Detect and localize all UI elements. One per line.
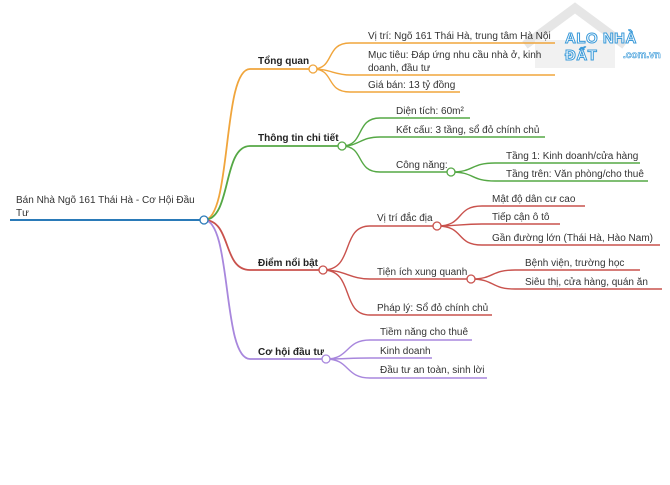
- node-tien-ich[interactable]: Tiện ích xung quanh: [377, 267, 468, 278]
- branch-diem-noi-bat[interactable]: Điểm nổi bật: [258, 258, 319, 269]
- branch-co-hoi-dau-tu[interactable]: Cơ hội đầu tư: [258, 347, 325, 358]
- branch-link: [203, 219, 326, 360]
- node-dot: [321, 354, 331, 364]
- node-dau-tu-an-toan[interactable]: Đầu tư an toàn, sinh lời: [380, 365, 485, 376]
- leaf-link: [341, 145, 451, 173]
- leaf-link: [341, 136, 545, 147]
- node-dot: [446, 167, 456, 177]
- leaf-link: [312, 42, 555, 70]
- leaf-link: [312, 68, 460, 93]
- branch-tong-quan[interactable]: Tổng quan: [258, 56, 310, 67]
- node-tang-1[interactable]: Tầng 1: Kinh doanh/cửa hàng: [506, 151, 639, 162]
- node-dot: [466, 274, 476, 284]
- root-node[interactable]: Bán Nhà Ngõ 161 Thái Hà - Cơ Hội Đầu Tư: [16, 195, 195, 219]
- node-gia-ban[interactable]: Giá bán: 13 tỷ đồng: [368, 80, 456, 91]
- node-dot: [432, 221, 442, 231]
- node-sieu-thi[interactable]: Siêu thị, cửa hàng, quán ăn: [525, 277, 648, 288]
- leaf-link: [322, 225, 437, 271]
- node-dien-tich[interactable]: Diện tích: 60m²: [396, 106, 464, 117]
- leaf-link: [325, 357, 432, 360]
- node-mat-do[interactable]: Mật độ dân cư cao: [492, 194, 576, 205]
- node-kinh-doanh[interactable]: Kinh doanh: [380, 346, 431, 357]
- branch-link: [203, 68, 313, 221]
- node-vi-tri-dac-dia[interactable]: Vị trí đắc địa: [377, 213, 433, 224]
- watermark-text: ALO NHÀ ĐẤT: [565, 30, 637, 65]
- branch-link: [203, 145, 342, 221]
- leaf-link: [436, 225, 660, 246]
- leaf-link: [470, 278, 662, 290]
- node-dot: [318, 265, 328, 275]
- node-gan-duong-lon[interactable]: Gần đường lớn (Thái Hà, Hào Nam): [492, 233, 653, 244]
- node-dot: [337, 141, 347, 151]
- leaf-link: [436, 223, 560, 227]
- root-node-dot: [199, 215, 209, 225]
- node-dot: [308, 64, 318, 74]
- watermark-logo: ALO NHÀ ĐẤT .com.vn: [505, 0, 670, 75]
- branch-link: [203, 219, 323, 271]
- node-cong-nang[interactable]: Công năng:: [396, 160, 448, 171]
- node-vi-tri[interactable]: Vị trí: Ngõ 161 Thái Hà, trung tâm Hà Nộ…: [368, 31, 551, 42]
- leaf-link: [322, 269, 492, 316]
- node-tang-tren[interactable]: Tầng trên: Văn phòng/cho thuê: [506, 169, 644, 180]
- node-benh-vien[interactable]: Bệnh viện, trường học: [525, 258, 625, 269]
- watermark-domain: .com.vn: [623, 50, 661, 62]
- leaf-link: [325, 358, 487, 379]
- node-muc-tieu[interactable]: Mục tiêu: Đáp ứng nhu cầu nhà ở, kinh do…: [368, 50, 542, 74]
- node-ket-cau[interactable]: Kết cấu: 3 tầng, sổ đỏ chính chủ: [396, 125, 540, 136]
- leaf-link: [450, 171, 648, 182]
- node-tiep-can[interactable]: Tiếp cận ô tô: [492, 212, 550, 223]
- branch-thong-tin-chi-tiet[interactable]: Thông tin chi tiết: [258, 133, 339, 144]
- house-logo-icon: [522, 2, 628, 68]
- node-tiem-nang[interactable]: Tiềm năng cho thuê: [380, 327, 469, 338]
- node-phap-ly[interactable]: Pháp lý: Sổ đỏ chính chủ: [377, 303, 489, 314]
